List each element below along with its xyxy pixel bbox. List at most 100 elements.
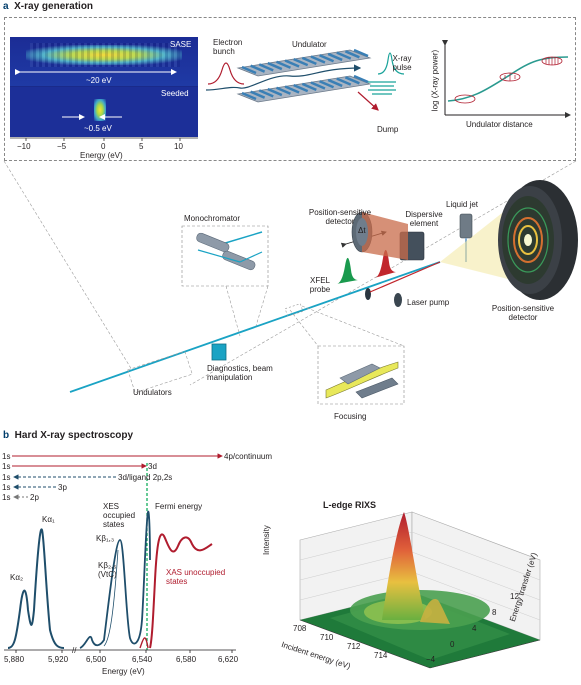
transition-4-from: 1s — [2, 483, 11, 492]
xray-pulse-shape — [377, 52, 405, 75]
undulator-magnet-upper — [267, 61, 283, 71]
spectra-tick-3: 6,540 — [132, 655, 153, 664]
transition-2-to: 3d — [148, 462, 157, 471]
transition-5-from: 1s — [2, 493, 11, 502]
undulators-label: Undulators — [133, 388, 172, 397]
laser-pump-pulse — [374, 249, 396, 278]
spectrum-tick-4: 10 — [174, 142, 183, 151]
laser-pump-optic — [394, 293, 402, 307]
undulator-magnet-upper — [301, 56, 317, 65]
undulator-magnet-lower — [258, 89, 274, 98]
zoom-lines — [3, 160, 577, 386]
sase-spectrum-blob — [26, 45, 182, 65]
transition-1-to: 4p/continuum — [224, 452, 273, 461]
undulator-label: Undulator — [292, 40, 327, 49]
mono-beam — [221, 231, 263, 245]
undulator-magnet-lower — [293, 84, 309, 93]
electron-bunch-shape — [207, 62, 245, 85]
xas-spectrum — [149, 533, 213, 649]
ka1-label: Kα₁ — [42, 515, 55, 524]
psd-2-label: Position-sensitive detector — [491, 304, 555, 322]
focusing-box — [317, 345, 405, 405]
rixs-ytick-3: 8 — [492, 608, 497, 617]
panel-a-heading: X-ray generation — [14, 1, 94, 12]
transition-1-from: 1s — [2, 452, 11, 461]
undulator-magnet-lower — [336, 77, 352, 86]
undulator-magnet-lower — [284, 85, 300, 94]
spectrum-tick-1: −5 — [57, 142, 67, 151]
gain-x-label: Undulator distance — [466, 120, 533, 129]
transition-5-to: 2p — [30, 493, 39, 502]
undulator-magnet-lower — [267, 87, 283, 97]
sase-stripes — [30, 43, 180, 67]
monochromator-box — [181, 225, 269, 287]
undulator-magnet-upper — [319, 54, 335, 63]
laser-lens — [365, 288, 371, 300]
xfel-probe-pulse — [336, 257, 358, 284]
rixs-ytick-2: 4 — [472, 624, 477, 633]
xray-pulse-label: X-ray pulse — [392, 54, 412, 72]
undulator-schematic — [205, 48, 405, 111]
laser-beam — [369, 261, 441, 293]
focusing-mirror-2 — [355, 377, 399, 399]
undulator-magnet-lower — [344, 76, 360, 85]
undulator-magnet-upper — [327, 52, 343, 62]
spectra-tick-5: 6,620 — [218, 655, 239, 664]
seeded-label: Seeded — [161, 89, 189, 98]
panel-b-letter: b — [3, 430, 10, 441]
liquid-jet-label: Liquid jet — [446, 200, 479, 209]
transition-3-from: 1s — [2, 473, 11, 482]
undulator-magnet-lower — [353, 74, 369, 84]
kb25-label: Kβ₂,₅ (VtC) — [98, 561, 117, 579]
spectrum-tick-2: 0 — [101, 142, 106, 151]
panel-b-title: b Hard X-ray spectroscopy — [3, 430, 133, 441]
rixs-surface — [299, 511, 541, 669]
rixs-xtick-2: 712 — [347, 642, 361, 651]
xes-label: XES occupied states — [103, 502, 136, 529]
rixs-ytick-0: −4 — [426, 655, 436, 664]
undulators-box — [127, 350, 193, 394]
inset-box — [4, 17, 576, 161]
spectrum-tick-0: −10 — [17, 142, 31, 151]
dump-label: Dump — [377, 125, 399, 134]
undulator-magnet-lower — [310, 81, 326, 90]
undulator-magnet-upper — [336, 51, 352, 60]
dump-arrow — [357, 91, 379, 111]
undulator-magnet-lower — [301, 82, 317, 91]
sase-label: SASE — [170, 40, 192, 49]
spectra-tick-2: 6,500 — [86, 655, 107, 664]
ka2-label: Kα₂ — [10, 573, 24, 582]
spectrum-x-label: Energy (eV) — [80, 151, 123, 160]
transition-3-to: 3d/ligand 2p,2s — [118, 473, 173, 482]
spectra-tick-4: 6,580 — [176, 655, 197, 664]
undulator-magnet-lower — [275, 86, 291, 95]
ka-spectrum — [7, 528, 65, 649]
rixs-title: L-edge RIXS — [323, 500, 377, 510]
rixs-ytick-1: 0 — [450, 640, 455, 649]
spectra-x-label: Energy (eV) — [102, 667, 145, 676]
seeded-panel — [10, 87, 198, 137]
setup-diagram — [3, 160, 578, 405]
rixs-peak — [382, 512, 426, 620]
rixs-xtick-3: 714 — [374, 651, 388, 660]
undulator-magnet-lower — [250, 90, 266, 99]
spectrum-x-axis — [10, 137, 198, 141]
spectra-tick-0: 5,880 — [4, 655, 25, 664]
sase-panel — [10, 37, 198, 86]
svg-text://: // — [72, 646, 77, 655]
beamline — [69, 261, 441, 393]
kb-spectrum — [79, 510, 151, 649]
undulator-magnet-lower — [319, 80, 335, 89]
diagnostics-label: Diagnostics, beam manipulation — [207, 364, 273, 382]
detector-2-rings — [507, 207, 549, 273]
undulator-magnet-upper — [310, 55, 326, 64]
undulator-magnet-upper — [250, 64, 266, 73]
laser-pump-label: Laser pump — [407, 298, 450, 307]
focusing-label: Focusing — [334, 412, 367, 421]
electron-path — [205, 64, 362, 91]
dispersive-element-label: Dispersive element — [405, 210, 443, 228]
fermi-label: Fermi energy — [155, 502, 203, 511]
seeded-width-label: ~0.5 eV — [84, 124, 112, 133]
